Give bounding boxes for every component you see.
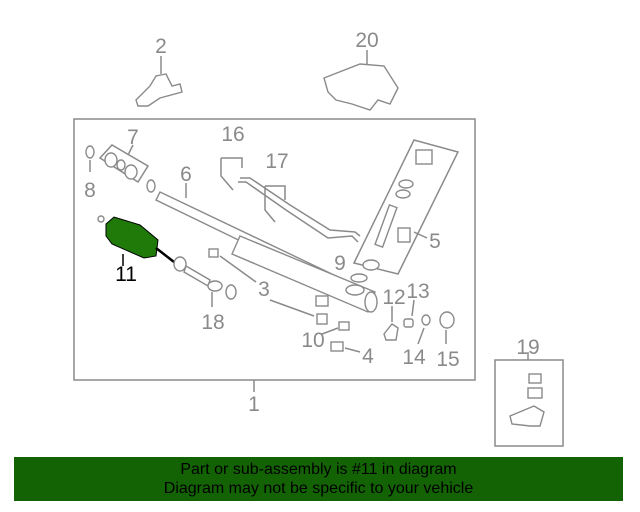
callout-13[interactable]: 13 xyxy=(406,280,429,303)
callout-14[interactable]: 14 xyxy=(402,346,426,369)
part-10-mount[interactable] xyxy=(338,321,350,331)
part-16-17-pipes[interactable] xyxy=(220,157,361,243)
callout-5[interactable]: 5 xyxy=(429,230,441,253)
part-7-kit[interactable] xyxy=(98,144,150,184)
part-14-washer[interactable] xyxy=(421,314,431,326)
callout-10[interactable]: 10 xyxy=(301,329,324,352)
banner-line-1: Part or sub-assembly is #11 in diagram xyxy=(180,461,457,478)
callout-1[interactable]: 1 xyxy=(248,393,260,416)
callout-12[interactable]: 12 xyxy=(382,286,405,309)
part-8-oring[interactable] xyxy=(85,145,95,159)
part-13-clip[interactable] xyxy=(403,318,414,328)
callout-9[interactable]: 9 xyxy=(334,252,346,275)
callout-11[interactable]: 11 xyxy=(115,263,137,286)
part-4-nut[interactable] xyxy=(330,341,344,352)
callout-3[interactable]: 3 xyxy=(258,278,270,301)
callout-15[interactable]: 15 xyxy=(436,348,459,371)
callout-20[interactable]: 20 xyxy=(355,29,378,52)
callout-18[interactable]: 18 xyxy=(201,311,224,334)
callout-16[interactable]: 16 xyxy=(221,123,244,146)
callout-6[interactable]: 6 xyxy=(180,163,192,186)
callout-17[interactable]: 17 xyxy=(265,150,288,173)
part-19-box xyxy=(494,359,564,447)
callout-19[interactable]: 19 xyxy=(516,336,539,359)
part-3-bushing[interactable] xyxy=(208,248,328,325)
part-2-bracket[interactable] xyxy=(135,56,183,107)
part-15-cap[interactable] xyxy=(439,311,455,329)
info-banner: Part or sub-assembly is #11 in diagram D… xyxy=(14,457,623,501)
callout-2[interactable]: 2 xyxy=(155,35,167,58)
part-5-valve-kit[interactable] xyxy=(352,139,460,275)
part-9-oring[interactable] xyxy=(350,273,368,283)
part-11-boot[interactable] xyxy=(97,215,175,263)
part-6-rack[interactable] xyxy=(146,179,378,313)
callout-8[interactable]: 8 xyxy=(84,179,96,202)
part-12-bracket[interactable] xyxy=(383,323,399,341)
part-18-tie-rod-end[interactable] xyxy=(173,256,237,307)
part-20-cover[interactable] xyxy=(323,50,399,111)
banner-line-2: Diagram may not be specific to your vehi… xyxy=(163,480,474,497)
part-19-tie-rod-end[interactable] xyxy=(509,373,545,427)
callout-7[interactable]: 7 xyxy=(127,126,139,149)
callout-4[interactable]: 4 xyxy=(362,345,374,368)
